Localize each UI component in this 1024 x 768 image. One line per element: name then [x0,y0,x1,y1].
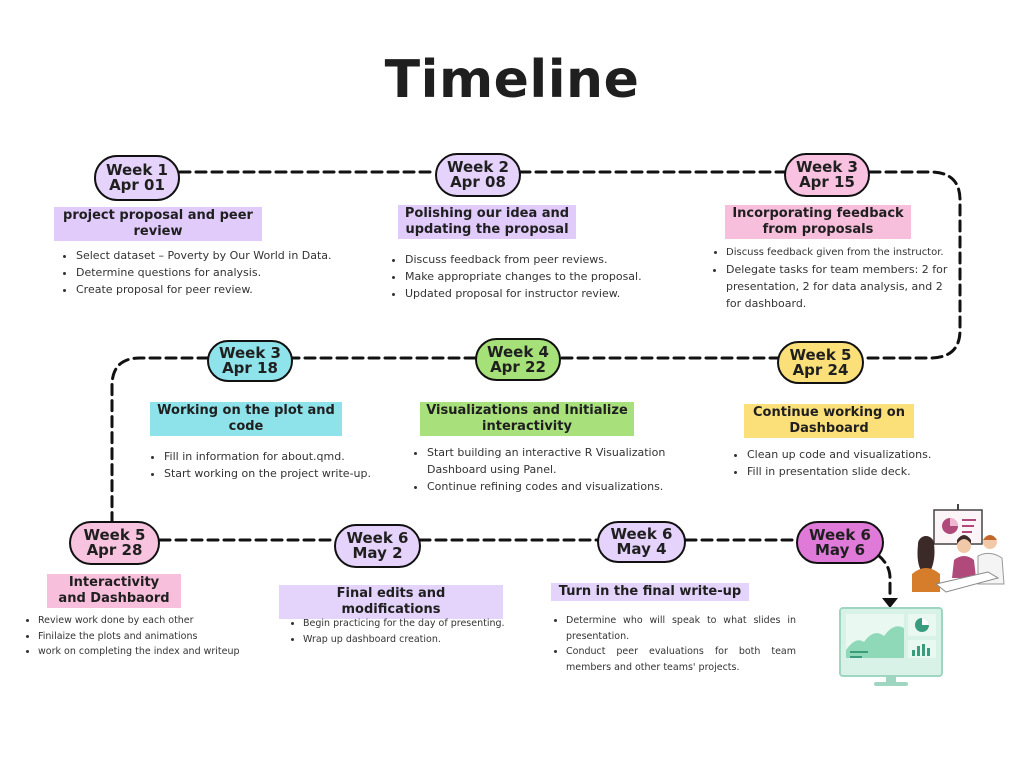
task-item: Create proposal for peer review. [76,281,366,298]
milestone-heading: Interactivity and Dashbaord [47,574,181,608]
milestone-date: Apr 24 [792,360,849,379]
milestone-date: Apr 22 [490,357,546,376]
task-item: Determine who will speak to what slides … [566,613,796,644]
milestone-date: Apr 15 [799,173,855,191]
dashboard-monitor-icon [839,607,943,686]
presentation-dashboard-illustration [839,504,1005,686]
milestone-pill-week3-apr15: Week 3 Apr 15 [784,153,870,197]
task-item: work on completing the index and writeup [38,644,278,660]
milestone-date: May 6 [814,540,866,559]
task-item: Determine questions for analysis. [76,264,366,281]
task-list: Start building an interactive R Visualiz… [409,444,689,495]
timeline-segment-row2 [110,356,782,525]
milestone-pill-week5-apr24: Week 5 Apr 24 [777,341,864,384]
milestone-pill-week4: Week 4 Apr 22 [475,338,561,381]
milestone-pill-week2: Week 2 Apr 08 [435,153,521,197]
task-list: Determine who will speak to what slides … [548,613,796,675]
milestone-week: Week 1 [106,161,168,179]
milestone-date: May 2 [352,544,403,562]
milestone-week: Week 6 [346,529,409,547]
timeline-segment-final [876,553,892,600]
task-list: Begin practicing for the day of presenti… [285,616,543,647]
task-item: Continue refining codes and visualizatio… [427,478,689,495]
task-item: Updated proposal for instructor review. [405,285,675,302]
task-item: Finilaize the plots and animations [38,629,278,645]
arrow-down-icon [882,598,898,608]
task-list: Fill in information for about.qmd. Start… [146,448,379,482]
task-item: Wrap up dashboard creation. [303,632,543,648]
milestone-week: Week 4 [487,342,549,361]
milestone-heading: Incorporating feedback from proposals [725,205,911,239]
task-item: Fill in information for about.qmd. [164,448,379,465]
milestone-date: May 4 [616,540,667,558]
task-item: Start building an interactive R Visualiz… [427,444,689,478]
milestone-heading: project proposal and peer review [54,207,262,241]
milestone-week: Week 3 [796,158,858,176]
page-title: Timeline [384,50,640,110]
milestone-week: Week 6 [809,525,871,544]
task-list: Discuss feedback given from the instruct… [708,244,958,312]
milestone-heading: Working on the plot and code [150,402,342,436]
milestone-pill-week6-may4: Week 6 May 4 [597,521,686,563]
task-item: Start working on the project write-up. [164,465,379,482]
task-list: Select dataset – Poverty by Our World in… [58,247,366,298]
task-item: Clean up code and visualizations. [747,446,947,463]
task-list: Discuss feedback from peer reviews. Make… [387,251,675,302]
task-item: Begin practicing for the day of presenti… [303,616,543,632]
milestone-heading: Turn in the final write-up [551,583,749,601]
task-item: Select dataset – Poverty by Our World in… [76,247,366,264]
whiteboard-icon [933,504,983,545]
milestone-date: Apr 08 [450,173,506,191]
timeline-segment-row1 [178,170,962,360]
milestone-heading: Polishing our idea and updating the prop… [398,205,576,239]
milestone-heading: Continue working on Dashboard [744,404,914,438]
milestone-pill-week5-apr28: Week 5 Apr 28 [69,521,160,565]
milestone-pill-week6-may2: Week 6 May 2 [334,524,421,568]
milestone-week: Week 5 [83,526,146,544]
milestone-week: Week 5 [789,345,852,364]
task-item: Delegate tasks for team members: 2 for p… [726,261,958,312]
task-item: Fill in presentation slide deck. [747,463,947,480]
milestone-date: Apr 01 [109,176,165,194]
milestone-week: Week 6 [610,525,673,543]
task-item: Review work done by each other [38,613,278,629]
milestone-week: Week 3 [219,344,281,362]
milestone-heading: Final edits and modifications [279,585,503,619]
milestone-pill-week3-apr18: Week 3 Apr 18 [207,340,293,382]
milestone-pill-week1: Week 1 Apr 01 [94,155,180,201]
milestone-heading: Visualizations and Initialize interactiv… [420,402,634,436]
task-list: Clean up code and visualizations. Fill i… [729,446,947,480]
task-item: Conduct peer evaluations for both team m… [566,644,796,675]
milestone-date: Apr 28 [86,541,143,559]
task-item: Make appropriate changes to the proposal… [405,268,675,285]
people-icon [912,535,1005,593]
milestone-week: Week 2 [447,158,509,176]
task-list: Review work done by each other Finilaize… [20,613,278,660]
milestone-date: Apr 18 [222,359,278,377]
milestone-pill-week6-may6: Week 6 May 6 [796,521,884,564]
task-item: Discuss feedback from peer reviews. [405,251,675,268]
task-item: Discuss feedback given from the instruct… [726,244,958,261]
